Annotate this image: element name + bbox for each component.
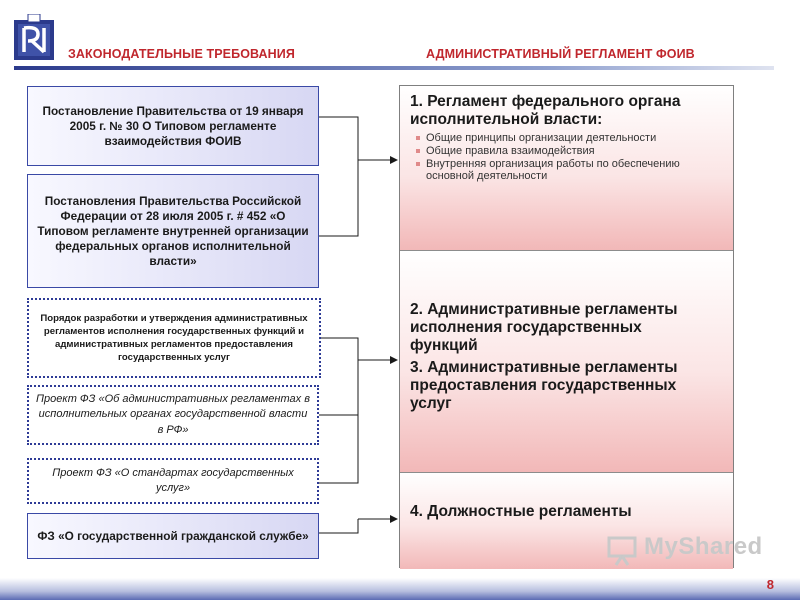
- left-box-text: Постановления Правительства Российской Ф…: [37, 193, 309, 268]
- left-box-civil-service-law: ФЗ «О государственной гражданской службе…: [27, 513, 319, 559]
- bullet-item: Общие принципы организации деятельности: [410, 132, 723, 144]
- section-title-services: 3. Административные регламенты предостав…: [410, 359, 678, 412]
- header-right-title: АДМИНИСТРАТИВНЫЙ РЕГЛАМЕНТ ФОИВ: [426, 47, 695, 61]
- section-title-functions: 2. Административные регламенты исполнени…: [410, 301, 678, 354]
- presentation-icon: [607, 536, 637, 566]
- left-box-text: Порядок разработки и утверждения админис…: [40, 312, 308, 364]
- header-divider: [14, 66, 774, 70]
- left-box-text: Проект ФЗ «Об административных регламент…: [36, 392, 310, 436]
- left-box-draft-law-regulations: Проект ФЗ «Об административных регламент…: [27, 385, 319, 445]
- regulation-types-panel: 1. Регламент федерального органа исполни…: [399, 85, 734, 569]
- section-admin-regulations: 2. Административные регламенты исполнени…: [400, 251, 733, 473]
- footer-bar: [0, 578, 800, 600]
- left-box-text: Проект ФЗ «О стандартах государственных …: [52, 466, 294, 495]
- left-box-draft-law-standards: Проект ФЗ «О стандартах государственных …: [27, 458, 319, 504]
- left-box-decree-452: Постановления Правительства Российской Ф…: [27, 174, 319, 288]
- section-foiv-regulation: 1. Регламент федерального органа исполни…: [400, 86, 733, 251]
- section-job-regulations: 4. Должностные регламенты: [400, 473, 733, 569]
- bullet-item: Общие правила взаимодействия: [410, 145, 723, 157]
- watermark-text: MyShared: [644, 533, 763, 560]
- left-box-procedure: Порядок разработки и утверждения админис…: [27, 298, 321, 378]
- left-box-decree-30: Постановление Правительства от 19 января…: [27, 86, 319, 166]
- bullet-item: Внутренняя организация работы по обеспеч…: [410, 158, 723, 182]
- section-title: 4. Должностные регламенты: [410, 503, 632, 520]
- left-box-text: ФЗ «О государственной гражданской службе…: [37, 528, 309, 543]
- page-number: 8: [766, 577, 774, 592]
- left-box-text: Постановление Правительства от 19 января…: [42, 103, 304, 148]
- university-logo: [14, 14, 54, 60]
- header-left-title: ЗАКОНОДАТЕЛЬНЫЕ ТРЕБОВАНИЯ: [68, 47, 295, 61]
- section-title: 1. Регламент федерального органа исполни…: [410, 93, 681, 128]
